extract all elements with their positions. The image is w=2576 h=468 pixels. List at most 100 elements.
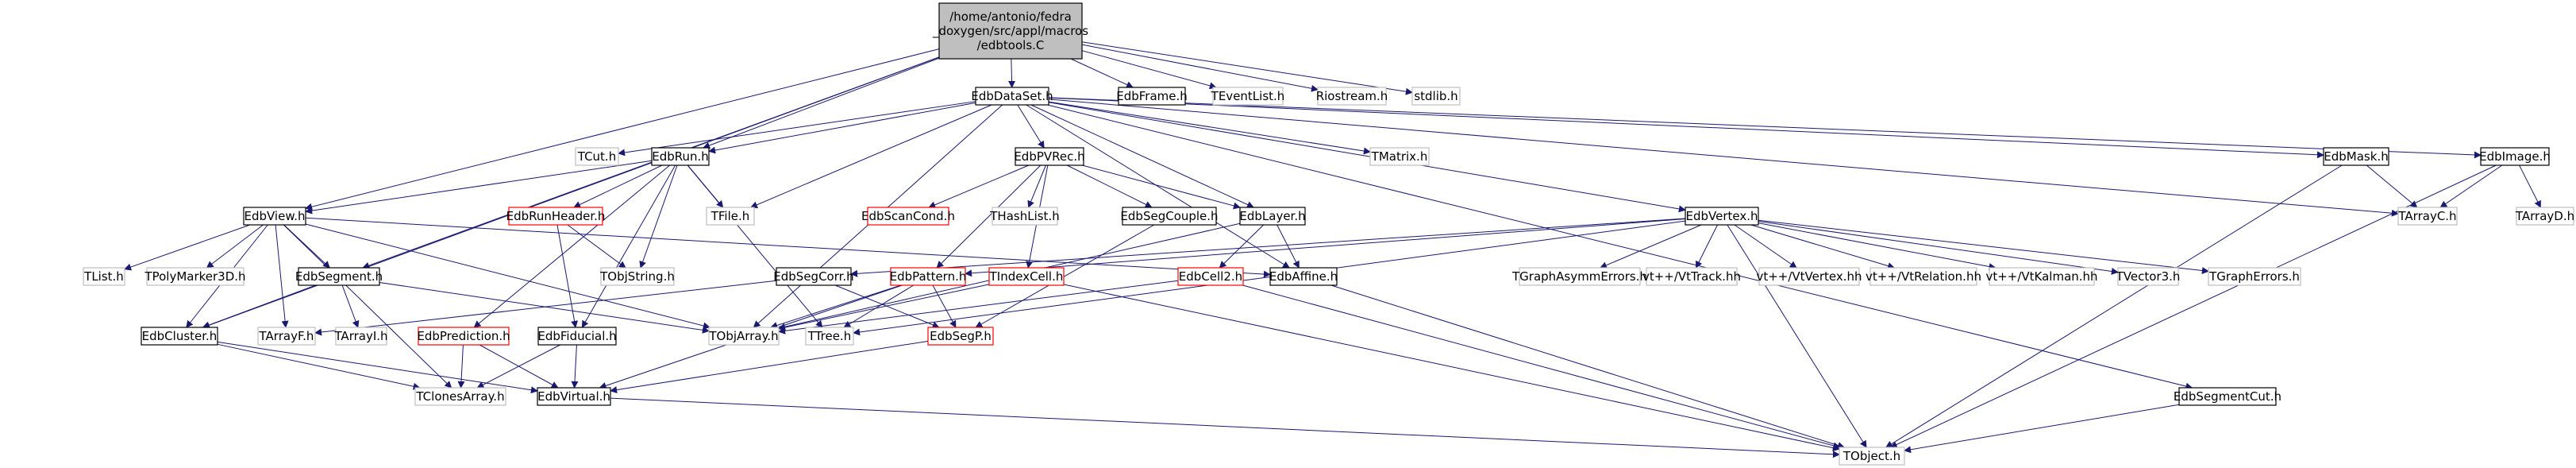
- edge-tindexcell-to-tobjarray: [778, 284, 990, 331]
- edge-edbview-to-edbaffine: [305, 217, 1271, 278]
- node-edbcell2[interactable]: EdbCell2.h: [1177, 267, 1244, 286]
- node-edbmask[interactable]: EdbMask.h: [2323, 147, 2389, 166]
- node-box: [537, 387, 611, 406]
- node-label: TGraphAsymmErrors.h: [1511, 269, 1647, 284]
- edge-edbprediction-to-tclonesarray: [457, 344, 465, 389]
- node-box: [1758, 267, 1860, 286]
- node-tobjstring[interactable]: TObjString.h: [599, 267, 675, 286]
- node-edbaffine[interactable]: EdbAffine.h: [1269, 267, 1338, 286]
- node-tcut[interactable]: TCut.h: [575, 147, 619, 166]
- node-box: [600, 267, 675, 286]
- node-edbcluster[interactable]: EdbCluster.h: [141, 327, 218, 346]
- node-edblayer[interactable]: EdbLayer.h: [1239, 207, 1306, 226]
- node-label: TArrayD.h: [2515, 209, 2574, 223]
- edge-edbfiducial-to-tclonesarray: [476, 344, 560, 389]
- node-riostream[interactable]: Riostream.h: [1316, 87, 1388, 106]
- node-vtrelation[interactable]: vt++/VtRelation.hh: [1866, 267, 1981, 286]
- edge-edbfiducial-to-edbvirtual: [571, 344, 579, 389]
- node-tarrayi[interactable]: TArrayI.h: [333, 327, 388, 346]
- node-tpolymarker3d[interactable]: TPolyMarker3D.h: [144, 267, 246, 286]
- edge-root-to-edbview: [305, 48, 940, 211]
- node-tobjarray[interactable]: TObjArray.h: [708, 327, 780, 346]
- node-box: [776, 267, 852, 286]
- node-edbpattern[interactable]: EdbPattern.h: [890, 267, 967, 286]
- node-edbscancond[interactable]: EdbScanCond.h: [861, 207, 955, 226]
- node-tvector3[interactable]: TVector3.h: [2116, 267, 2181, 286]
- node-tgrapherrors[interactable]: TGraphErrors.h: [2208, 267, 2301, 286]
- node-stdlib[interactable]: stdlib.h: [1411, 87, 1461, 106]
- node-label: vt++/VtTrack.hh: [1642, 269, 1741, 284]
- node-edbsegment[interactable]: EdbSegment.h: [295, 267, 383, 286]
- node-label: EdbPattern.h: [890, 269, 967, 284]
- node-label: /home/antonio/fedra: [949, 10, 1072, 24]
- node-thashlist[interactable]: THashList.h: [989, 207, 1060, 226]
- edge-edbview-to-tclonesarray: [283, 224, 452, 389]
- node-vtvertex[interactable]: vt++/VtVertex.hh: [1756, 267, 1862, 286]
- node-label: TIndexCell.h: [989, 269, 1064, 284]
- edge-root-to-teventlist: [1081, 50, 1217, 90]
- node-box: [1369, 147, 1430, 166]
- node-edbprediction[interactable]: EdbPrediction.h: [417, 327, 510, 346]
- node-tclonesarray[interactable]: TClonesArray.h: [414, 387, 506, 406]
- node-edbsegcouple[interactable]: EdbSegCouple.h: [1120, 207, 1219, 226]
- node-label: THashList.h: [989, 209, 1059, 223]
- node-label: EdbScanCond.h: [861, 209, 955, 223]
- node-edbvertex[interactable]: EdbVertex.h: [1685, 207, 1759, 226]
- edge-edbimage-to-tarrayc: [2439, 164, 2503, 208]
- edge-edbdataset-to-edbsegmentcut: [1047, 104, 2193, 390]
- node-box: [2480, 147, 2550, 166]
- node-label: TArrayC.h: [2397, 209, 2456, 223]
- node-tgraphasymmerrors[interactable]: TGraphAsymmErrors.h: [1511, 267, 1647, 286]
- node-tarrayc[interactable]: TArrayC.h: [2397, 207, 2458, 226]
- edge-edbcell2-to-tobjarray: [778, 280, 1179, 335]
- node-label: TClonesArray.h: [415, 389, 504, 404]
- node-edbframe[interactable]: EdbFrame.h: [1116, 87, 1188, 106]
- node-vtkalman[interactable]: vt++/VtKalman.hh: [1985, 267, 2098, 286]
- node-tindexcell[interactable]: TIndexCell.h: [988, 267, 1065, 286]
- node-edbsegcorr[interactable]: EdbSegCorr.h: [773, 267, 854, 286]
- node-edbvirtual[interactable]: EdbVirtual.h: [537, 387, 611, 406]
- node-edbimage[interactable]: EdbImage.h: [2479, 147, 2551, 166]
- node-tarrayd[interactable]: TArrayD.h: [2515, 207, 2574, 226]
- edge-edbvertex-to-vtkalman: [1758, 222, 1996, 270]
- node-label: EdbAffine.h: [1269, 269, 1338, 284]
- node-label: vt++/VtRelation.hh: [1866, 269, 1981, 284]
- node-label: EdbSegCouple.h: [1120, 209, 1218, 223]
- node-box: [2516, 207, 2574, 226]
- node-box: [508, 207, 603, 226]
- node-box: [1411, 87, 1461, 106]
- edge-edbrunheader-to-edbfiducial: [556, 224, 579, 328]
- node-edbpvrec[interactable]: EdbPVRec.h: [1014, 147, 1085, 166]
- node-label: EdbSegP.h: [930, 329, 992, 343]
- edge-edbdataset-to-edbimage: [1048, 97, 2482, 159]
- node-label: EdbVirtual.h: [537, 389, 610, 404]
- edge-edbdataset-to-tfile: [750, 104, 992, 208]
- edge-edbdataset-to-edbpvrec: [1017, 104, 1045, 149]
- node-vttrack[interactable]: vt++/VtTrack.hh: [1642, 267, 1741, 286]
- edge-edbrun-to-tobjstring: [639, 164, 678, 269]
- node-edbdataset[interactable]: EdbDataSet.h: [971, 87, 1053, 106]
- node-edbsegp[interactable]: EdbSegP.h: [927, 327, 994, 346]
- node-teventlist[interactable]: TEventList.h: [1211, 87, 1285, 106]
- node-edbrunheader[interactable]: EdbRunHeader.h: [506, 207, 606, 226]
- node-box: [575, 147, 619, 166]
- node-box: [335, 327, 387, 346]
- node-box: [298, 267, 380, 286]
- node-tobject[interactable]: TObject.h: [1839, 447, 1905, 466]
- edge-edbimage-to-tobject: [1889, 164, 2497, 448]
- node-tmatrix[interactable]: TMatrix.h: [1369, 147, 1430, 166]
- edge-root-to-edbdataset: [1008, 58, 1016, 88]
- node-edbview[interactable]: EdbView.h: [243, 207, 306, 226]
- node-tfile[interactable]: TFile.h: [706, 207, 755, 226]
- node-label: TCut.h: [577, 149, 616, 164]
- node-tarrayf[interactable]: TArrayF.h: [257, 327, 316, 346]
- edge-edbpvrec-to-edbscancond: [928, 164, 1030, 209]
- node-tlist[interactable]: TList.h: [83, 267, 125, 286]
- edge-root-to-stdlib: [1081, 41, 1413, 95]
- edge-edbcluster-to-tclonesarray: [217, 343, 421, 390]
- node-edbfiducial[interactable]: EdbFiducial.h: [537, 327, 617, 346]
- node-ttree[interactable]: TTree.h: [805, 327, 854, 346]
- node-root[interactable]: /home/antonio/fedra_doxygen/src/appl/mac…: [932, 2, 1088, 60]
- node-edbrun[interactable]: EdbRun.h: [651, 147, 710, 166]
- node-edbsegmentcut[interactable]: EdbSegmentCut.h: [2174, 387, 2281, 406]
